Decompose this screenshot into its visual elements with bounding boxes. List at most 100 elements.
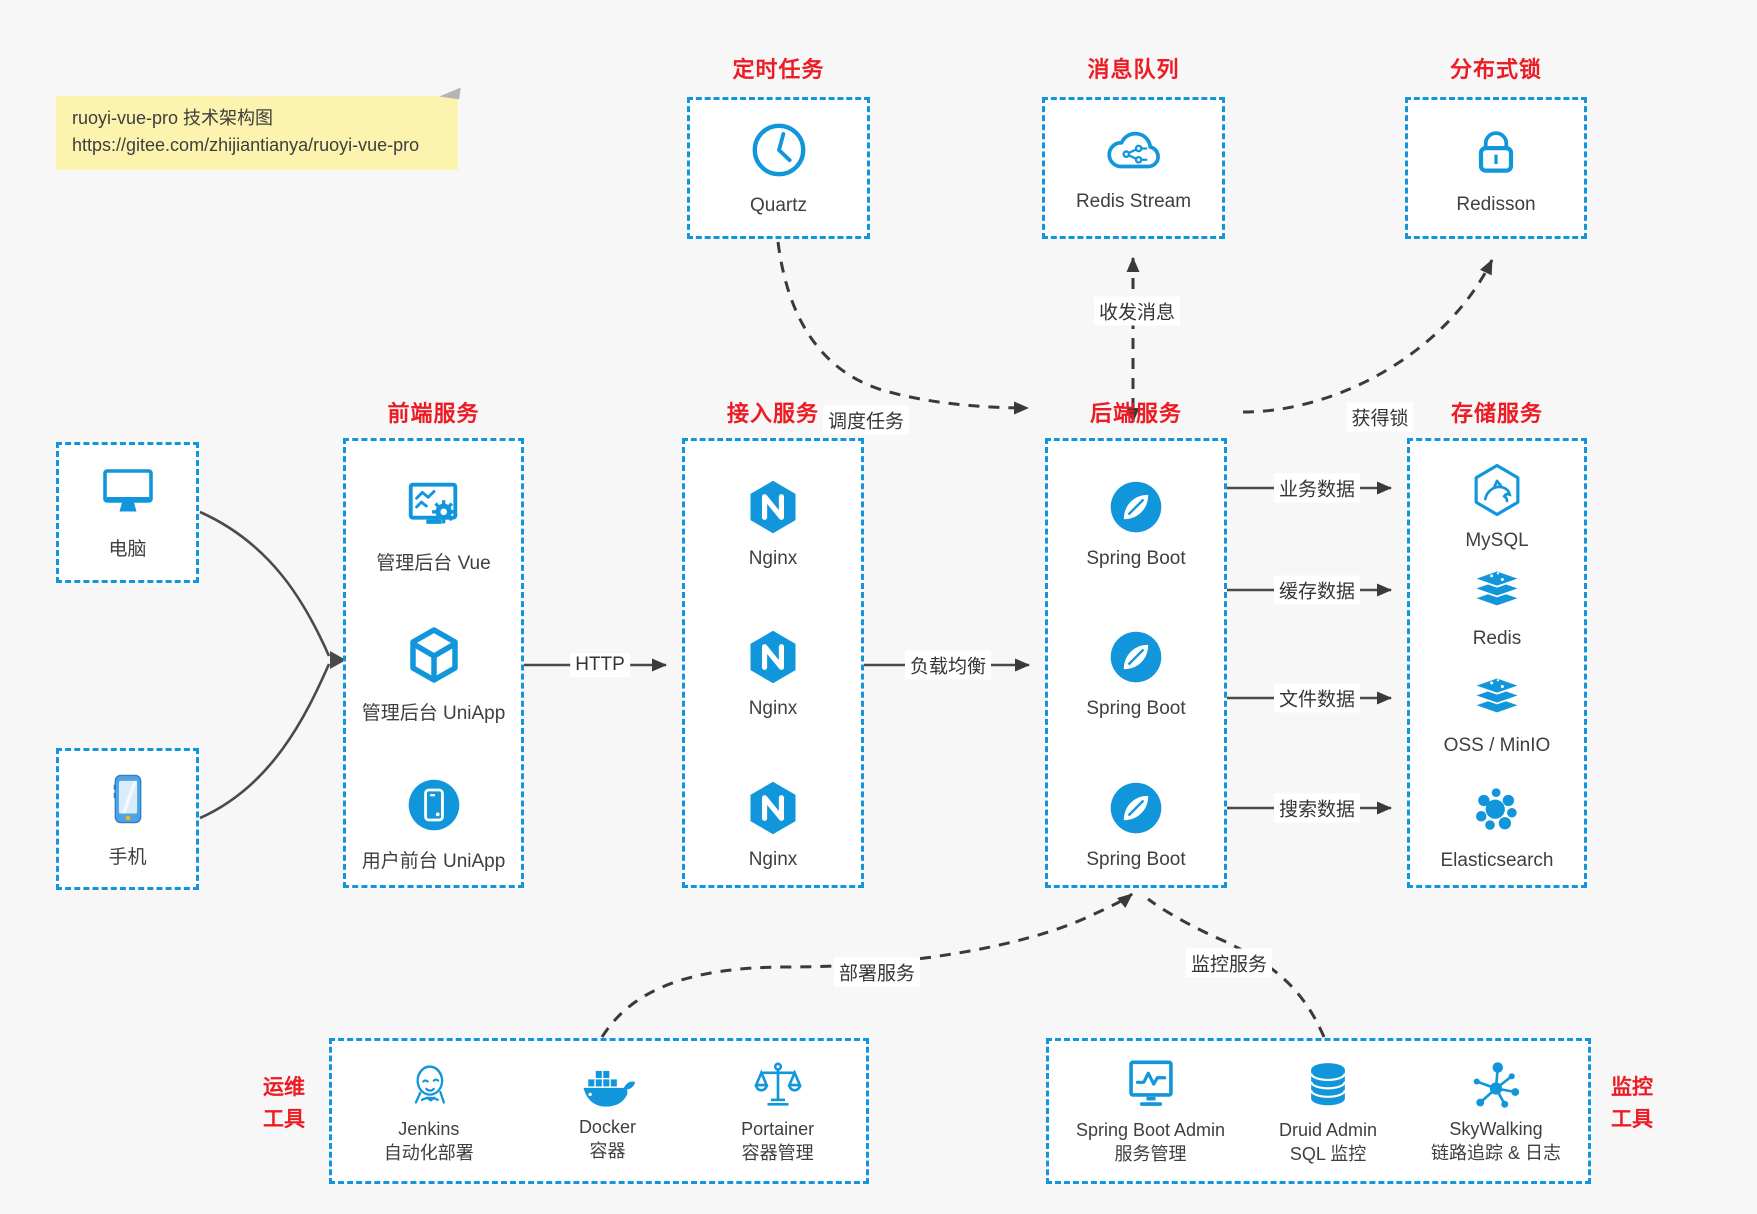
elasticsearch-icon (1469, 783, 1525, 839)
node-nginx-3: Nginx (685, 778, 861, 871)
nginx-icon (743, 477, 803, 537)
note-title: ruoyi-vue-pro 技术架构图 (72, 108, 274, 128)
edge-label-schedule: 调度任务 (822, 405, 910, 435)
tool-skywalking: SkyWalking 链路追踪 & 日志 (1431, 1057, 1561, 1165)
node-label: Spring Boot (1086, 548, 1186, 569)
mysql-icon (1468, 461, 1526, 519)
admin-vue-icon (403, 475, 465, 537)
tool-sublabel: 链路追踪 & 日志 (1430, 1142, 1561, 1163)
node-admin-vue: 管理后台 Vue (346, 475, 521, 575)
tool-label: Druid Admin (1279, 1120, 1378, 1141)
jenkins-icon (401, 1057, 457, 1113)
tool-label: Spring Boot Admin (1075, 1120, 1226, 1141)
druid-db-icon (1301, 1056, 1355, 1114)
note-url: https://gitee.com/zhijiantianya/ruoyi-vu… (72, 135, 420, 155)
group-title-scheduled-tasks: 定时任务 (732, 57, 825, 82)
edge-label-lock: 获得锁 (1346, 402, 1414, 432)
edge-label-monitor: 监控服务 (1185, 948, 1273, 978)
tool-label: Docker (578, 1117, 636, 1138)
node-label: Nginx (748, 698, 798, 719)
tool-label: SkyWalking (1449, 1119, 1543, 1140)
device-box-phone: 手机 (56, 748, 199, 890)
node-nginx-2: Nginx (685, 627, 861, 720)
node-spring-boot-2: Spring Boot (1048, 627, 1224, 720)
tool-sublabel: 自动化部署 (383, 1142, 474, 1163)
node-label: 管理后台 Vue (376, 553, 491, 574)
tool-sublabel: 容器 (589, 1140, 626, 1161)
spring-boot-icon (1106, 627, 1166, 687)
edge-label-load-balance: 负载均衡 (904, 650, 992, 680)
column-box-backend: Spring Boot Spring Boot Spring Boot (1045, 438, 1227, 888)
node-label: Spring Boot (1086, 698, 1186, 719)
nginx-icon (743, 627, 803, 687)
node-label: Redisson (1456, 194, 1536, 215)
spring-boot-icon (1106, 477, 1166, 537)
node-label: OSS / MinIO (1443, 735, 1551, 756)
node-admin-uniapp: 管理后台 UniApp (346, 623, 521, 725)
node-label: 管理后台 UniApp (361, 703, 506, 724)
tool-docker: Docker 容器 (577, 1059, 637, 1163)
edge-devices-to-frontend (199, 510, 346, 820)
edge-label-cache-data: 缓存数据 (1273, 575, 1361, 605)
phone-icon (99, 770, 157, 828)
desktop-icon (96, 464, 160, 520)
node-label: Spring Boot (1086, 849, 1186, 870)
node-elasticsearch: Elasticsearch (1410, 783, 1584, 872)
node-redis: Redis (1410, 567, 1584, 650)
tool-label: Jenkins (398, 1119, 460, 1140)
edge-label-search-data: 搜索数据 (1273, 793, 1361, 823)
uniapp-phone-icon (404, 775, 464, 835)
node-label: MySQL (1465, 530, 1529, 551)
node-mysql: MySQL (1410, 461, 1584, 552)
group-box-monitor-tools: Spring Boot Admin 服务管理 Druid Admin SQL 监… (1046, 1038, 1591, 1184)
column-box-gateway: Nginx Nginx Nginx (682, 438, 864, 888)
cloud-stream-icon (1101, 123, 1167, 177)
edge-schedule (776, 241, 1029, 415)
edge-label-deploy: 部署服务 (833, 957, 921, 987)
docker-icon (577, 1059, 637, 1111)
node-label: 手机 (108, 846, 147, 868)
monitor-tools-label: 监控 工具 (1611, 1076, 1653, 1131)
tool-spring-boot-admin: Spring Boot Admin 服务管理 (1076, 1056, 1225, 1166)
tool-druid-admin: Druid Admin SQL 监控 (1279, 1056, 1377, 1166)
edge-label-business-data: 业务数据 (1273, 473, 1361, 503)
device-box-desktop: 电脑 (56, 442, 199, 583)
column-title-gateway: 接入服务 (726, 401, 819, 426)
column-box-frontend: 管理后台 Vue 管理后台 UniApp 用户前台 UniApp (343, 438, 524, 888)
clock-icon (748, 119, 810, 181)
tool-label: Portainer (741, 1119, 815, 1140)
skywalking-icon (1468, 1057, 1524, 1113)
tool-sublabel: SQL 监控 (1289, 1143, 1367, 1164)
uniapp-cube-icon (402, 623, 466, 687)
column-title-storage: 存储服务 (1450, 401, 1543, 426)
portainer-icon (750, 1057, 806, 1113)
spring-boot-icon (1106, 778, 1166, 838)
oss-stack-icon (1468, 674, 1526, 724)
group-box-quartz: Quartz (687, 97, 870, 239)
node-label: Elasticsearch (1440, 850, 1554, 871)
node-spring-boot-3: Spring Boot (1048, 778, 1224, 871)
node-label: Nginx (748, 849, 798, 870)
redis-stack-icon (1468, 567, 1526, 617)
tool-sublabel: 容器管理 (741, 1142, 814, 1163)
group-box-redis-stream: Redis Stream (1042, 97, 1225, 239)
node-label: Quartz (749, 195, 808, 216)
edge-label-file-data: 文件数据 (1273, 683, 1361, 713)
edge-label-http: HTTP (570, 653, 630, 677)
column-box-storage: MySQL Redis (1407, 438, 1587, 888)
ops-tools-label: 运维 工具 (263, 1076, 305, 1131)
lock-icon (1466, 120, 1526, 180)
tool-jenkins: Jenkins 自动化部署 (384, 1057, 474, 1165)
node-spring-boot-1: Spring Boot (1048, 477, 1224, 570)
tool-portainer: Portainer 容器管理 (741, 1057, 814, 1165)
group-box-redisson: Redisson (1405, 97, 1587, 239)
column-title-backend: 后端服务 (1089, 401, 1182, 426)
tool-sublabel: 服务管理 (1114, 1143, 1187, 1164)
group-title-distributed-lock: 分布式锁 (1449, 57, 1542, 82)
node-label: Redis (1472, 628, 1522, 649)
node-oss-minio: OSS / MinIO (1410, 674, 1584, 757)
spring-boot-admin-icon (1122, 1056, 1180, 1114)
group-box-ops-tools: Jenkins 自动化部署 Docker (329, 1038, 869, 1184)
node-label: Redis Stream (1075, 191, 1192, 212)
